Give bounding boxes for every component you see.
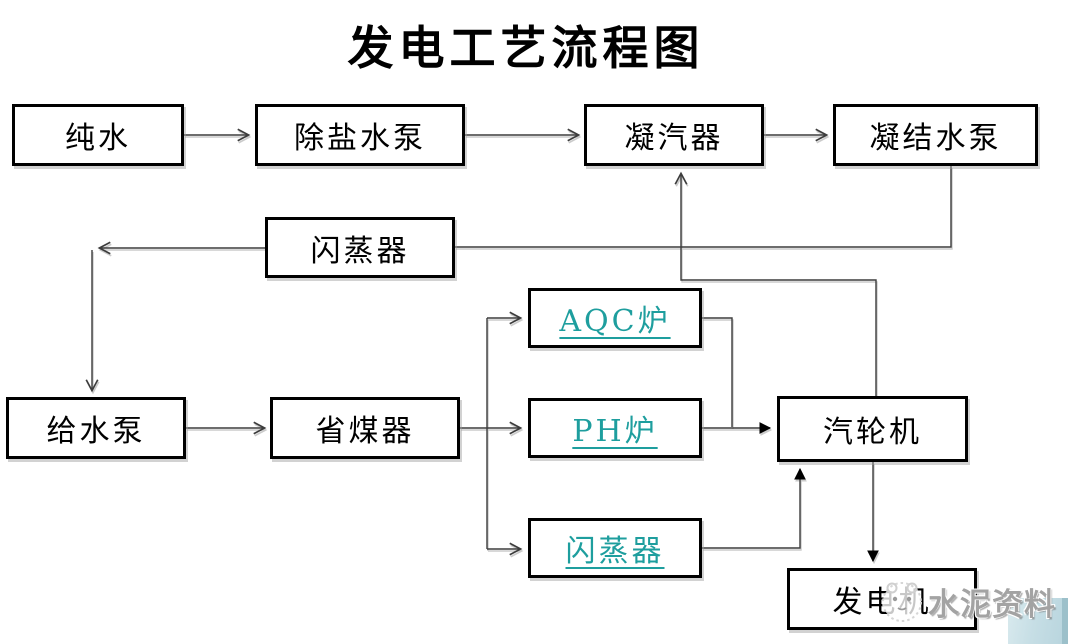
node-desalted-water-pump-label: 除盐水泵	[294, 121, 426, 156]
node-ph-boiler-label: PH炉	[572, 414, 658, 449]
node-feed-water-pump-label: 给水泵	[46, 414, 146, 449]
edge-flashlow-to-turbine	[702, 467, 806, 549]
node-aqc-boiler-label: AQC炉	[559, 304, 671, 339]
node-condensate-pump: 凝结水泵	[833, 104, 1038, 166]
node-steam-turbine-label: 汽轮机	[823, 415, 922, 450]
node-flash-evaporator-mid: 闪蒸器	[265, 217, 455, 278]
node-steam-turbine: 汽轮机	[777, 396, 968, 462]
corner-decoration	[1008, 598, 1068, 644]
node-pure-water-label: 纯水	[65, 121, 131, 156]
node-flash-evaporator-mid-label: 闪蒸器	[310, 233, 410, 269]
node-condensate-pump-label: 凝结水泵	[869, 121, 1002, 156]
node-aqc-boiler-link[interactable]: AQC炉	[528, 288, 702, 348]
node-flash-evaporator-low-label: 闪蒸器	[565, 534, 665, 569]
node-economizer-label: 省煤器	[315, 414, 415, 449]
node-desalted-water-pump: 除盐水泵	[255, 104, 465, 166]
edge-turbine-to-condenser	[674, 171, 877, 396]
node-pure-water: 纯水	[12, 104, 184, 166]
edge-aqcboiler-merge	[702, 317, 733, 427]
edge-condensatepump-to-flashmid	[455, 166, 952, 248]
node-feed-water-pump: 给水泵	[6, 397, 186, 459]
node-generator: 发电机	[787, 568, 977, 630]
node-condenser: 凝汽器	[584, 104, 764, 166]
node-ph-boiler-link[interactable]: PH炉	[528, 398, 702, 458]
page-title: 发电工艺流程图	[347, 21, 705, 75]
node-flash-evaporator-low-link[interactable]: 闪蒸器	[528, 518, 702, 578]
node-economizer: 省煤器	[270, 397, 460, 459]
node-condenser-label: 凝汽器	[624, 121, 724, 156]
node-generator-label: 发电机	[832, 585, 932, 620]
